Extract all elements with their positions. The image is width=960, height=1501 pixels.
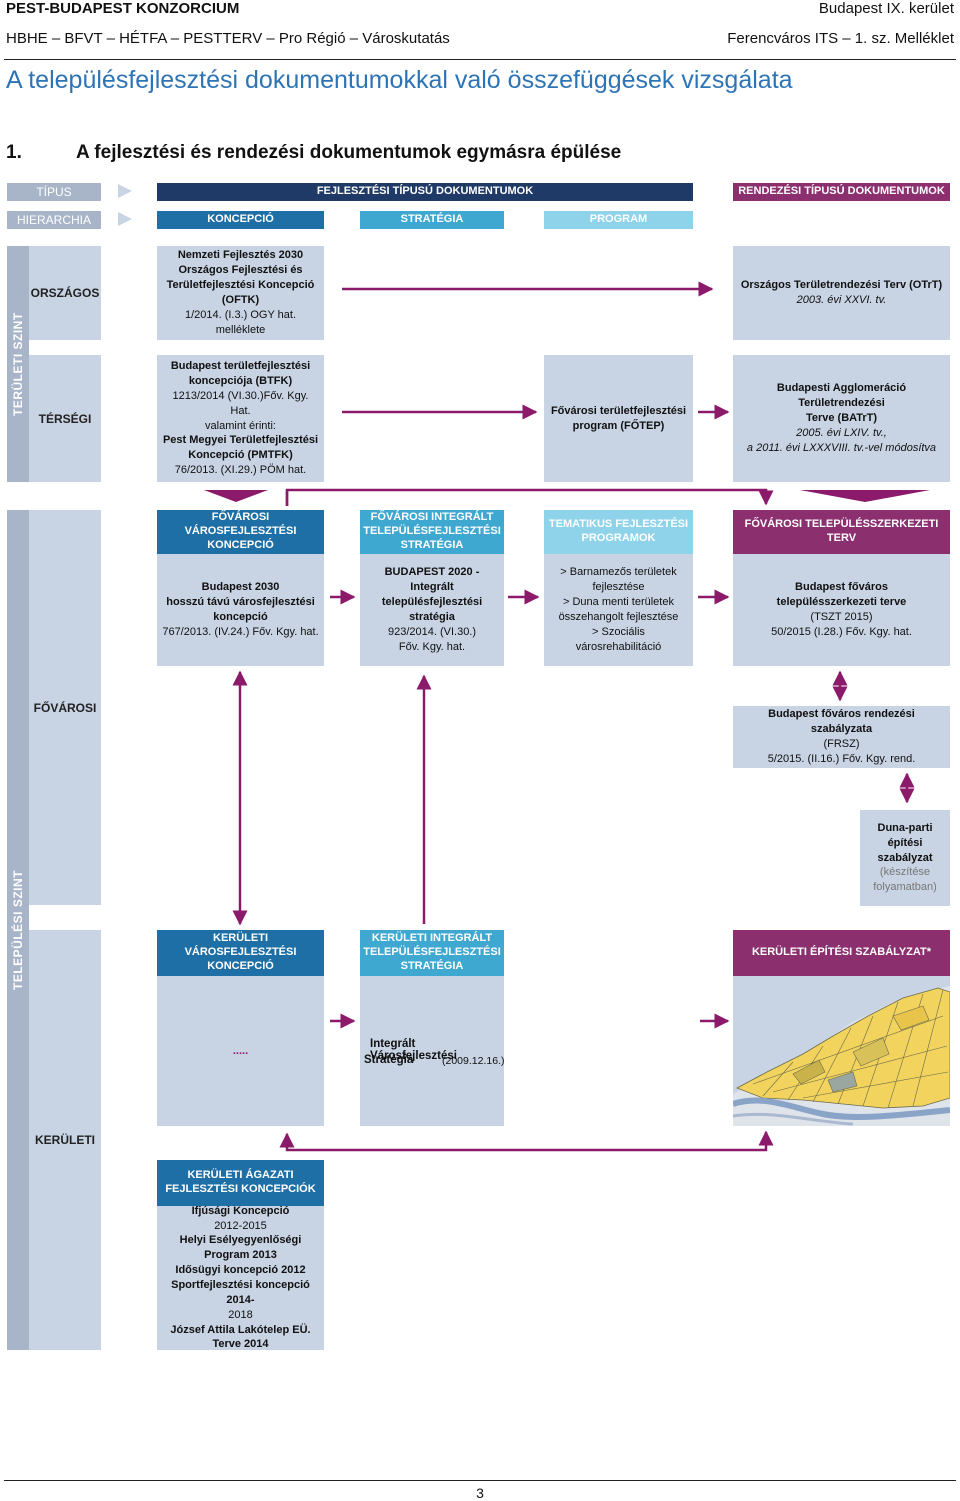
otrt-box: Országos Területrendezési Terv (OTrT) 20…	[733, 246, 950, 340]
relationship-diagram: TÍPUS HIERARCHIA FEJLESZTÉSI TÍPUSÚ DOKU…	[7, 183, 950, 1350]
row-label-tipus: TÍPUS	[7, 183, 101, 201]
header-doc: Ferencváros ITS – 1. sz. Melléklet	[727, 30, 954, 47]
agazati-header: KERÜLETI ÁGAZATI FEJLESZTÉSI KONCEPCIÓK	[157, 1160, 324, 1206]
kesz-map-box	[733, 976, 950, 1126]
header-rule	[4, 59, 956, 60]
header-district: Budapest IX. kerület	[818, 0, 954, 17]
diagram-connectors	[118, 184, 930, 1152]
budapest-2020-box: BUDAPEST 2020 -Integrált településfejles…	[360, 554, 504, 666]
keruleti-strategia-header: KERÜLETI INTEGRÁLT TELEPÜLÉSFEJLESZTÉSI …	[360, 930, 504, 976]
page-title: A településfejlesztési dokumentumokkal v…	[6, 66, 793, 94]
district-map-image	[733, 986, 950, 1126]
level-orszagos: ORSZÁGOS	[29, 246, 101, 340]
hierarchy-strategia: STRATÉGIA	[360, 211, 504, 229]
section-title: A fejlesztési és rendezési dokumentumok …	[76, 142, 622, 163]
fovarosi-strategia-header: FŐVÁROSI INTEGRÁLT TELEPÜLÉSFEJLESZTÉSI …	[360, 510, 504, 554]
level-keruleti: KERÜLETI	[29, 930, 101, 1350]
keruleti-rendezesi-header: KERÜLETI ÉPÍTÉSI SZABÁLYZAT*	[733, 930, 950, 976]
keruleti-koncepcio-header: KERÜLETI VÁROSFEJLESZTÉSI KONCEPCIÓ	[157, 930, 324, 976]
hierarchy-program: PROGRAM	[544, 211, 693, 229]
type-fejlesztesi: FEJLESZTÉSI TÍPUSÚ DOKUMENTUMOK	[157, 183, 693, 201]
frsz-box: Budapest főváros rendezési szabályzata(F…	[733, 706, 950, 768]
type-rendezesi: RENDEZÉSI TÍPUSÚ DOKUMENTUMOK	[733, 183, 950, 201]
fovarosi-program-header: TEMATIKUS FEJLESZTÉSI PROGRAMOK	[544, 510, 693, 554]
agazati-box: Ifjúsági Koncepció 2012-2015 Helyi Esély…	[157, 1205, 324, 1350]
hierarchy-koncepcio: KONCEPCIÓ	[157, 211, 324, 229]
fovarosi-rendezesi-header: FŐVÁROSI TELEPÜLÉSSZERKEZETI TERV	[733, 510, 950, 554]
level-fovarosi: FŐVÁROSI	[29, 510, 101, 905]
header-org: PEST-BUDAPEST KONZORCIUM	[6, 0, 240, 17]
section-number: 1.	[6, 142, 22, 163]
footer-rule	[4, 1480, 956, 1481]
level-tersegi: TÉRSÉGI	[29, 355, 101, 482]
fovarosi-koncepcio-header: FŐVÁROSI VÁROSFEJLESZTÉSI KONCEPCIÓ	[157, 510, 324, 554]
row-label-hierarchia: HIERARCHIA	[7, 211, 101, 229]
ivs-box: Integrált Városfejlesztési Stratégia (20…	[360, 976, 504, 1126]
page-number: 3	[476, 1485, 484, 1501]
header-partners: HBHE – BFVT – HÉTFA – PESTTERV – Pro Rég…	[6, 30, 450, 47]
keruleti-koncepcio-box: .....	[157, 976, 324, 1126]
